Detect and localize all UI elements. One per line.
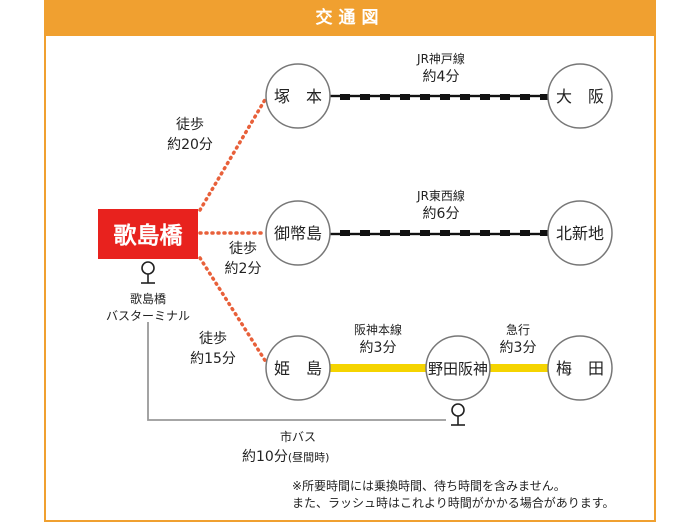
station-tsukamoto (265, 63, 331, 129)
bus-label-line1: 市バス (280, 429, 316, 444)
walk-label-tsukamoto-1: 徒歩 (176, 117, 204, 133)
note-line-2: また、ラッシュ時はこれより時間がかかる場合があります。 (292, 495, 615, 510)
station-label-kitashinchi: 北新地 (556, 224, 604, 243)
bus-label-time-note: (昼間時) (288, 451, 330, 464)
walk-path-himejima (198, 256, 268, 364)
station-osaka (547, 63, 613, 129)
walk-label-mitejima-2: 約2分 (225, 261, 262, 277)
line-label-express-name: 急行 (506, 322, 530, 337)
bus-terminal-label-2: バスターミナル (106, 309, 190, 323)
origin-station-label: 歌島橋 (114, 222, 184, 249)
bus-route-line (147, 322, 446, 421)
bus-stop-icon-origin (141, 261, 155, 284)
station-label-nodahanshin: 野田阪神 (428, 360, 488, 378)
bus-terminal-label-1: 歌島橋 (130, 291, 166, 306)
walk-label-mitejima-1: 徒歩 (229, 241, 257, 257)
station-mitejima (265, 200, 331, 266)
line-label-hanshin-name: 阪神本線 (354, 322, 402, 337)
station-label-umeda: 梅 田 (556, 359, 604, 378)
origin-station-box (98, 209, 198, 259)
hanshin-line (330, 364, 428, 372)
note-line-1: ※所要時間には乗換時間、待ち時間を含みません。 (292, 478, 566, 493)
diagram-title: 交通図 (44, 0, 656, 36)
line-label-tozai-time: 約6分 (423, 206, 460, 222)
walk-path-tsukamoto (198, 96, 268, 212)
walk-label-himejima-2: 約15分 (190, 351, 236, 367)
station-umeda (547, 335, 613, 401)
bus-label-time-main: 約10分 (242, 449, 288, 465)
jr-tozai-line (330, 230, 552, 236)
station-himejima (265, 335, 331, 401)
line-label-kobe-name: JR神戸線 (416, 51, 465, 66)
station-label-tsukamoto: 塚 本 (274, 87, 322, 106)
walk-label-himejima-1: 徒歩 (199, 331, 227, 347)
station-kitashinchi (547, 200, 613, 266)
station-label-osaka: 大 阪 (556, 87, 604, 106)
bus-stop-icon-nodahanshin (451, 403, 465, 426)
express-line (488, 364, 552, 372)
bus-label-time: 約10分(昼間時) (242, 449, 329, 465)
line-label-tozai-name: JR東西線 (416, 188, 465, 203)
station-label-mitejima: 御幣島 (274, 224, 322, 243)
line-label-express-time: 約3分 (500, 340, 537, 356)
line-label-hanshin-time: 約3分 (360, 340, 397, 356)
jr-kobe-line (330, 94, 552, 100)
station-nodahanshin (425, 335, 491, 401)
walk-label-tsukamoto-2: 約20分 (167, 137, 213, 153)
line-label-kobe-time: 約4分 (423, 69, 460, 85)
station-label-himejima: 姫 島 (274, 359, 322, 378)
